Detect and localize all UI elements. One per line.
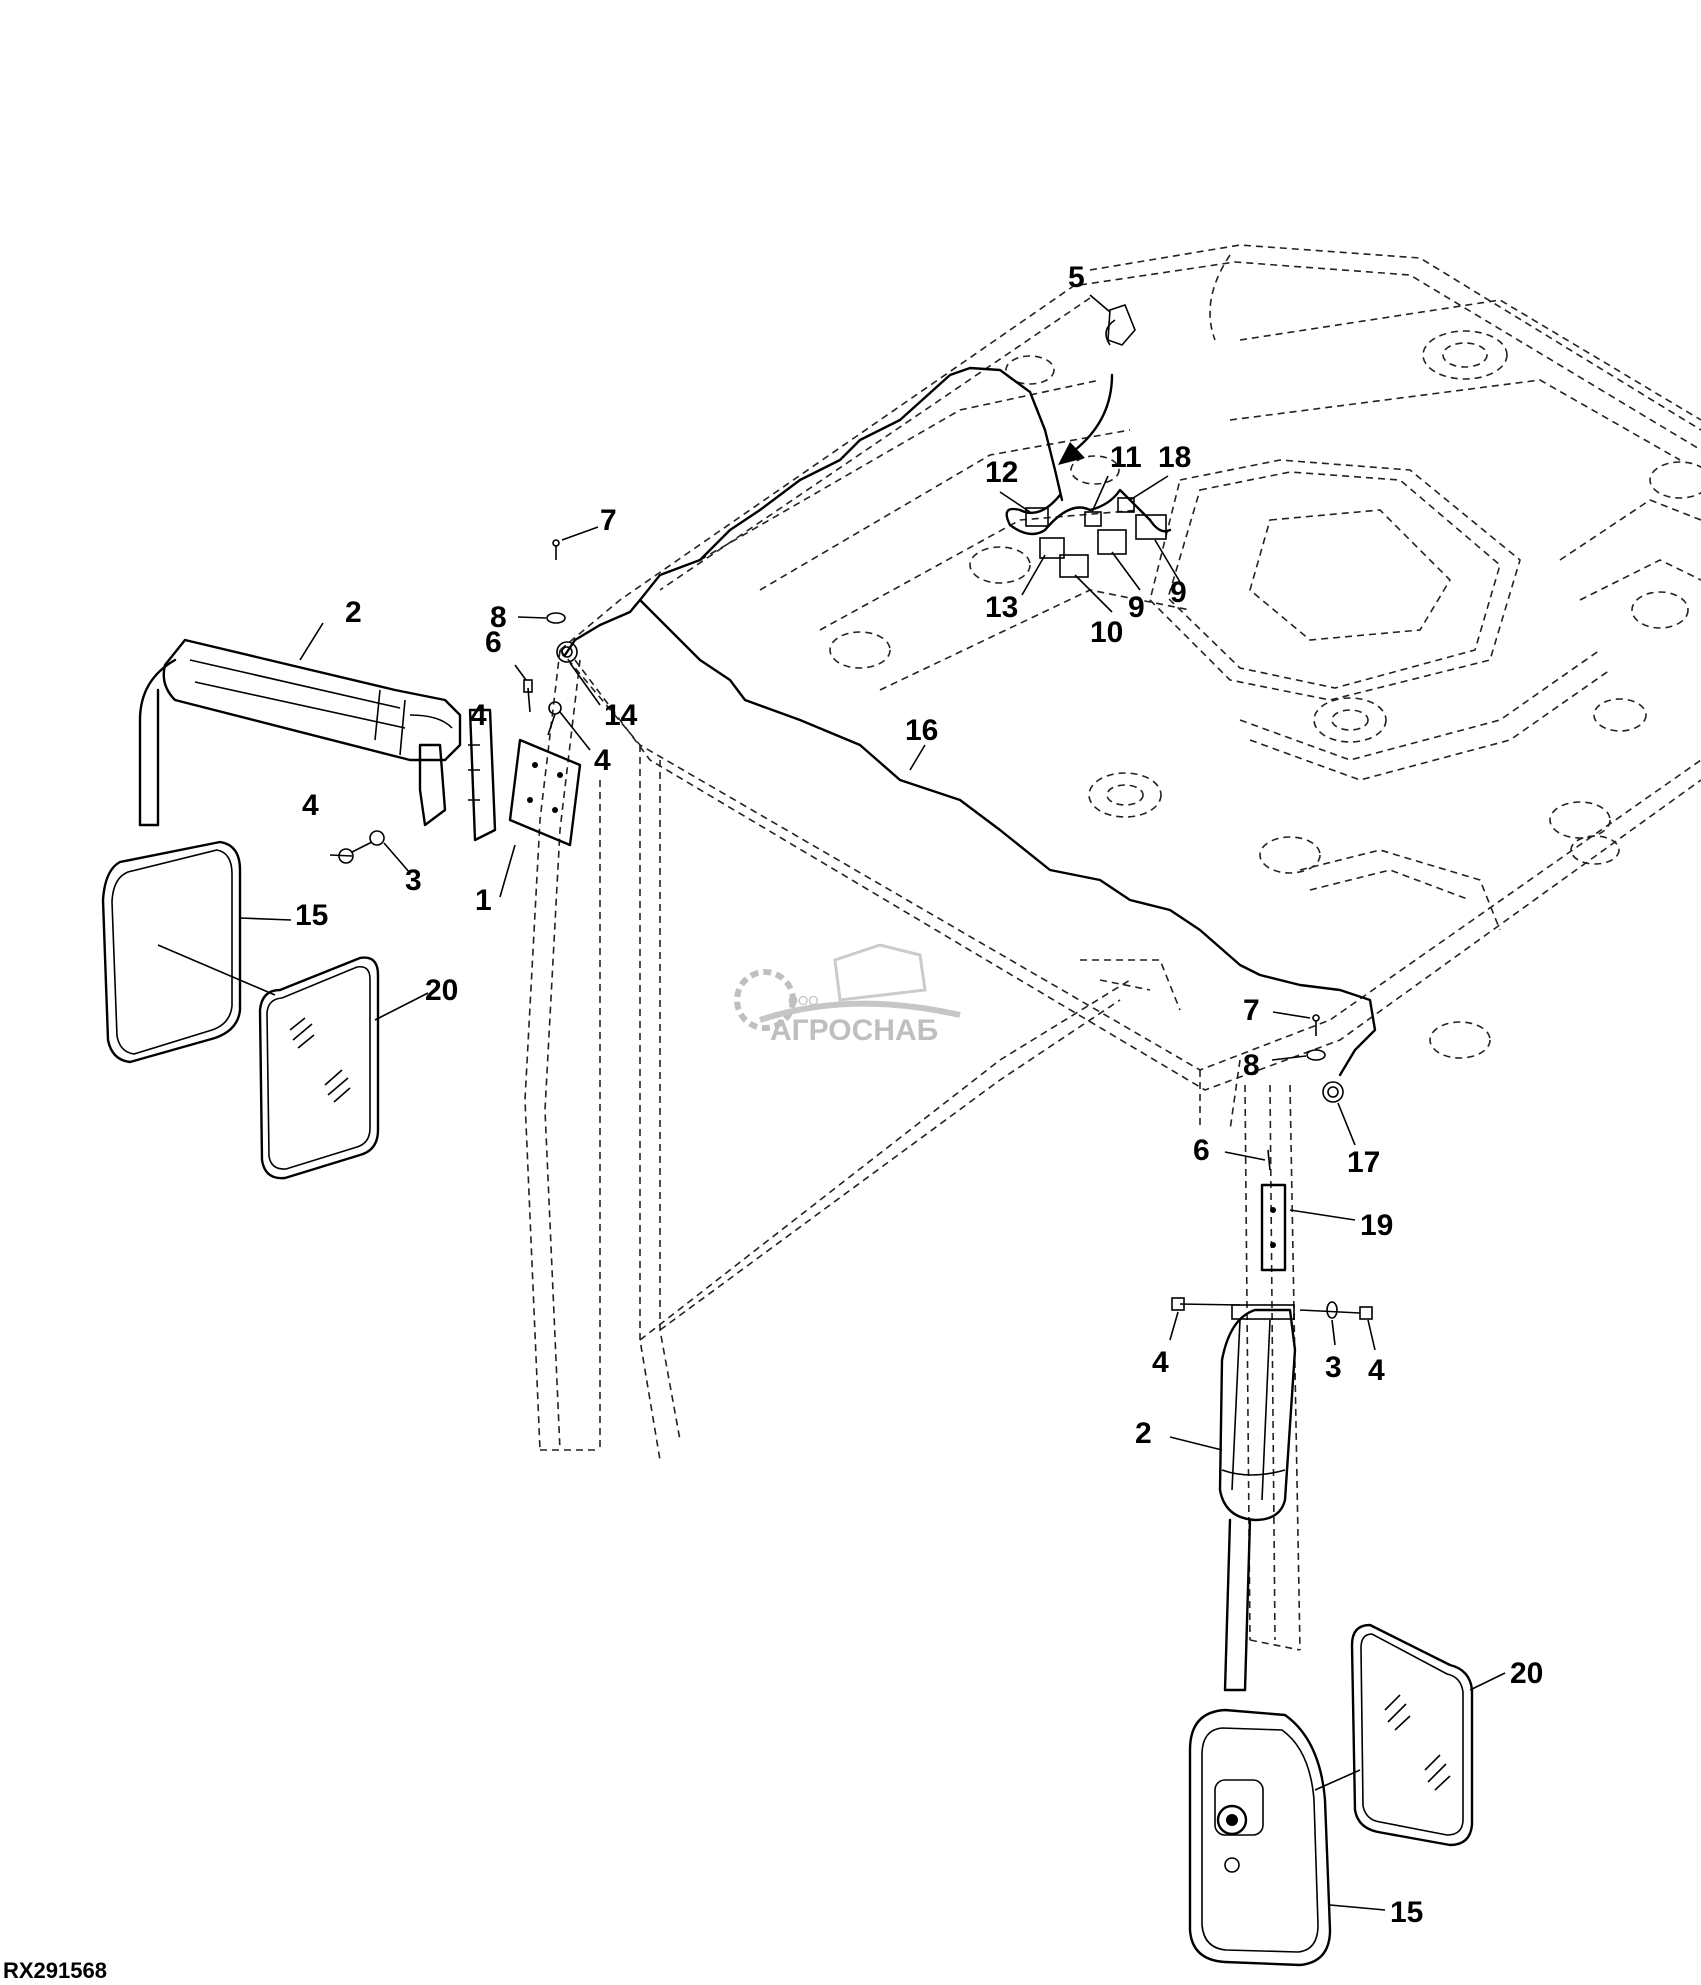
callout-4c: 4: [302, 789, 319, 822]
callout-4d: 4: [1152, 1346, 1169, 1379]
grommet-14: [556, 641, 578, 663]
mirror-glass-20-right: [1350, 1623, 1474, 1847]
watermark-brand: АГРОСНАБ: [770, 1014, 938, 1047]
connector-9a: [1097, 529, 1127, 555]
callout-7a: 7: [600, 504, 617, 537]
connector-9b: [1135, 514, 1167, 540]
connector-11: [1084, 511, 1102, 527]
callout-20b: 20: [1510, 1657, 1543, 1690]
callout-2b: 2: [1135, 1417, 1152, 1450]
mirror-housing-15-left: [101, 840, 242, 1064]
callout-4e: 4: [1368, 1354, 1385, 1387]
callout-3b: 3: [1325, 1351, 1342, 1384]
callout-1: 1: [475, 884, 492, 917]
callout-10: 10: [1090, 616, 1123, 649]
grommet-17: [1322, 1081, 1344, 1103]
callout-9b: 9: [1170, 576, 1187, 609]
callout-12: 12: [985, 456, 1018, 489]
callout-4a: 4: [470, 699, 487, 732]
left-mirror-assembly: [101, 539, 582, 1180]
watermark-logo: ООО АГРОСНАБ: [734, 943, 961, 1047]
callout-11: 11: [1110, 441, 1142, 474]
right-mirror-assembly: [1171, 1014, 1474, 1967]
connector-group: [1025, 304, 1167, 578]
wiring-harness: [563, 366, 1377, 1077]
connector-12: [1025, 507, 1049, 527]
callout-15a: 15: [295, 899, 328, 932]
cab-roof-outline: [524, 244, 1701, 1651]
connector-18: [1117, 497, 1135, 513]
callout-3a: 3: [405, 864, 422, 897]
callout-6b: 6: [1193, 1134, 1210, 1167]
bracket-19: [1260, 1183, 1287, 1272]
callout-9a: 9: [1128, 591, 1145, 624]
callout-19: 19: [1360, 1209, 1393, 1242]
callout-8b: 8: [1243, 1049, 1260, 1082]
callout-16: 16: [905, 714, 938, 747]
plate-1: [508, 738, 582, 847]
callout-6a: 6: [485, 626, 502, 659]
connector-10: [1059, 554, 1089, 578]
callout-7b: 7: [1243, 994, 1260, 1027]
clip-5: [1107, 304, 1136, 346]
callout-2a: 2: [345, 596, 362, 629]
callout-20a: 20: [425, 974, 458, 1007]
callout-14: 14: [604, 699, 638, 732]
callout-13: 13: [985, 591, 1018, 624]
figure-id: RX291568: [3, 1958, 107, 1983]
connector-13: [1039, 537, 1065, 559]
callout-17: 17: [1347, 1146, 1380, 1179]
callout-5: 5: [1068, 261, 1085, 294]
callout-4b: 4: [594, 744, 611, 777]
watermark-prefix: ООО: [788, 993, 818, 1008]
leader-lines: [239, 294, 1506, 1911]
callout-15b: 15: [1390, 1896, 1423, 1929]
mirror-housing-15-right: [1188, 1708, 1332, 1967]
callout-labels: 5 11 18 12 13 10 9 9 7 8 6 4 14 4 2 4 3 …: [295, 261, 1543, 1929]
callout-18: 18: [1158, 441, 1191, 474]
callout-8a: 8: [490, 601, 507, 634]
mirror-glass-20-left: [258, 956, 380, 1180]
